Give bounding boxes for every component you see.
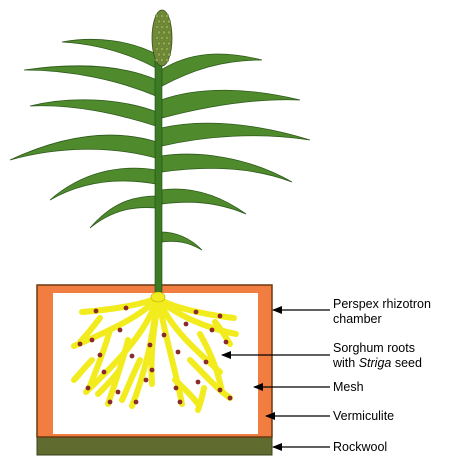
striga-seed: [118, 328, 123, 333]
striga-seed: [178, 400, 183, 405]
panicle-grain: [160, 14, 164, 18]
panicle-grain: [160, 36, 164, 40]
panicle-grain: [160, 47, 164, 51]
panicle-grain: [160, 58, 164, 62]
leaf: [161, 90, 300, 118]
panicle-grain: [157, 53, 161, 57]
striga-seed: [98, 353, 103, 358]
striga-seed: [162, 333, 167, 338]
panicle-grain: [165, 47, 169, 51]
striga-seed: [148, 343, 153, 348]
striga-seed: [150, 368, 155, 373]
striga-seed: [116, 390, 121, 395]
panicle-grain: [155, 47, 159, 51]
striga-seed: [86, 386, 91, 391]
striga-seed: [210, 328, 215, 333]
panicle-grain: [165, 58, 169, 62]
striga-seed: [108, 400, 113, 405]
panicle-grain: [155, 14, 159, 18]
striga-seed: [194, 310, 199, 315]
striga-seed: [204, 360, 209, 365]
panicle-grain: [165, 36, 169, 40]
leaf: [161, 189, 246, 214]
striga-seed: [78, 342, 83, 347]
leaf: [24, 66, 157, 96]
striga-seed: [174, 386, 179, 391]
panicle-grain: [157, 20, 161, 24]
striga-seed: [228, 396, 233, 401]
panicle-grain: [167, 42, 171, 46]
vermiculite-label: Vermiculite: [333, 409, 394, 424]
root-crown: [151, 292, 165, 302]
panicle-grain: [155, 58, 159, 62]
panicle-grain: [157, 42, 161, 46]
panicle-grain: [165, 14, 169, 18]
leaf: [161, 123, 310, 146]
leaf: [161, 54, 262, 86]
panicle-grain: [160, 25, 164, 29]
leaf: [161, 232, 202, 250]
striga-seed: [90, 338, 95, 343]
leaf: [50, 168, 157, 200]
mesh-label: Mesh: [333, 380, 364, 395]
striga-seed: [124, 306, 129, 311]
striga-seed: [102, 370, 107, 375]
panicle-grain: [162, 20, 166, 24]
striga-seed: [144, 378, 149, 383]
panicle-grain: [155, 25, 159, 29]
leaf: [161, 154, 292, 182]
striga-seed: [130, 354, 135, 359]
striga-seed: [196, 380, 201, 385]
stem: [155, 60, 162, 292]
sorghum-roots-label: Sorghum roots with Striga seed: [333, 341, 422, 371]
rockwool-layer: [37, 437, 272, 455]
panicle-grain: [162, 31, 166, 35]
panicle-grain: [165, 25, 169, 29]
panicle-grain: [155, 36, 159, 40]
leaf: [62, 39, 158, 68]
striga-seed: [134, 400, 139, 405]
panicle-grain: [162, 53, 166, 57]
striga-seed: [218, 388, 223, 393]
leaf: [90, 196, 157, 228]
striga-seed: [184, 322, 189, 327]
panicle-grain: [167, 53, 171, 57]
panicle-grain: [162, 42, 166, 46]
striga-seed: [176, 350, 181, 355]
panicle-grain: [157, 31, 161, 35]
rockwool-label: Rockwool: [333, 440, 387, 455]
perspex-chamber-label: Perspex rhizotron chamber: [333, 297, 431, 327]
leaf: [30, 100, 157, 126]
panicle-grain: [167, 31, 171, 35]
leaf: [10, 135, 157, 160]
striga-seed: [224, 340, 229, 345]
striga-seed: [94, 309, 99, 314]
sorghum-plant: [10, 10, 310, 302]
striga-seed: [218, 314, 223, 319]
panicle-grain: [167, 20, 171, 24]
